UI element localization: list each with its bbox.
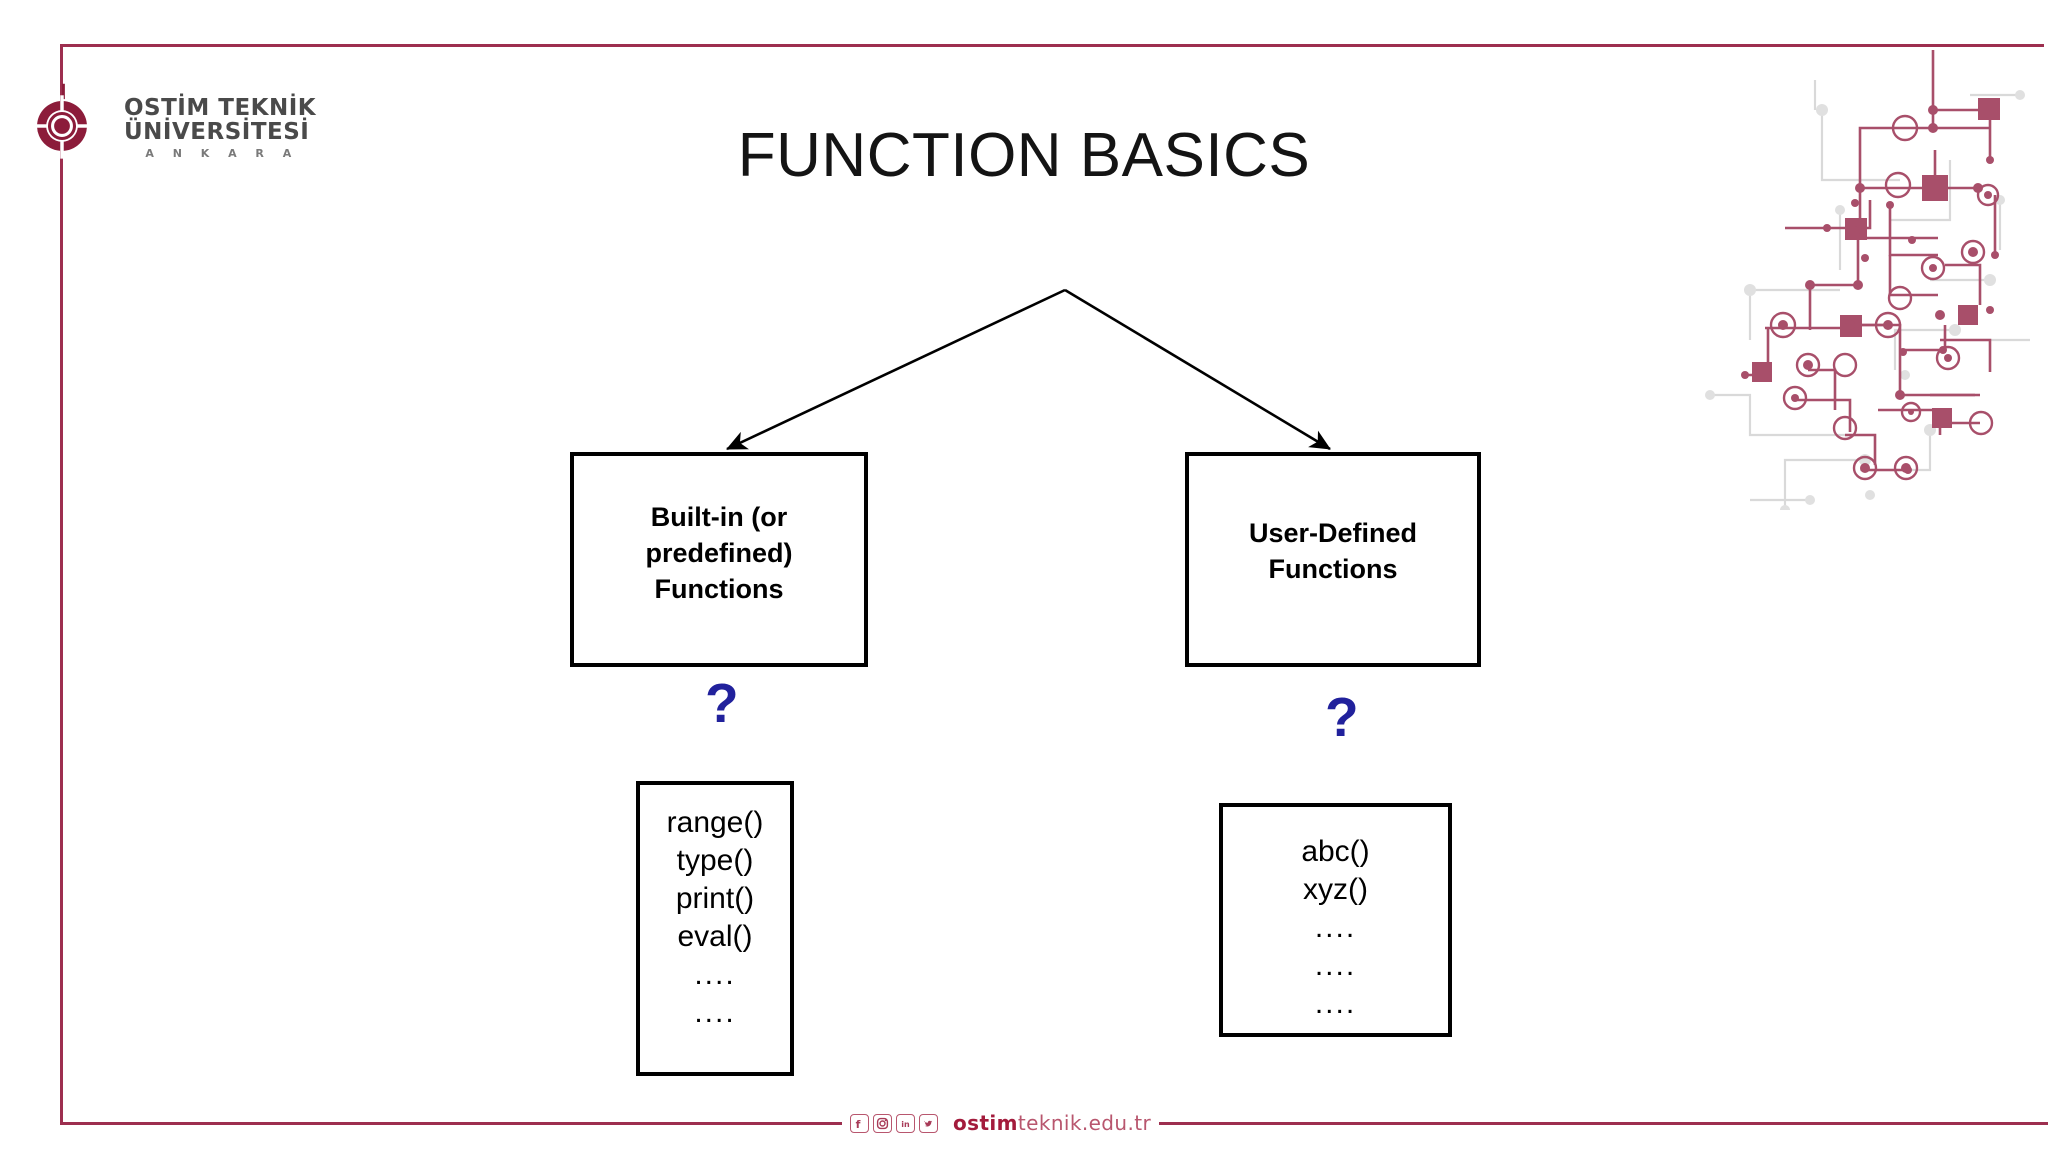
list-item: type() (676, 844, 754, 878)
svg-text:in: in (901, 1120, 910, 1129)
logo-line-1: OSTİM TEKNİK (124, 94, 317, 121)
list-item: .... (694, 958, 736, 992)
node-builtin-functions[interactable]: Built-in (or predefined) Functions (570, 452, 868, 667)
ostim-logo-mark (29, 83, 95, 159)
builtin-examples-list: range() type() print() eval() .... .... (640, 785, 790, 1033)
page-title: FUNCTION BASICS (737, 121, 1311, 190)
svg-text:f: f (856, 1118, 861, 1130)
footer-url-rest: teknik.edu.tr (1017, 1111, 1152, 1135)
list-item: .... (1314, 949, 1357, 983)
frame-bottom-right-segment (1206, 1122, 2048, 1125)
list-item: .... (1314, 911, 1357, 945)
facebook-icon[interactable]: f (850, 1113, 869, 1133)
question-mark-builtin: ? (705, 672, 739, 734)
circuit-decoration (1705, 50, 2030, 510)
list-box-builtin-examples[interactable]: range() type() print() eval() .... .... (636, 781, 794, 1076)
logo-line-2: ÜNİVERSİTESİ (124, 119, 310, 145)
node-userdef-label: User-Defined Functions (1248, 518, 1418, 584)
linkedin-icon[interactable]: in (896, 1113, 915, 1133)
footer: f in ostimteknik.edu.tr (842, 1106, 1160, 1140)
logo-line-3: A N K A R A (145, 147, 299, 161)
node-builtin-label: Built-in (or predefined) Functions (645, 502, 793, 604)
twitter-icon[interactable] (919, 1113, 938, 1133)
list-item: abc() (1301, 835, 1370, 868)
arrow-to-userdef (1064, 288, 1331, 451)
frame-bottom-left-segment (60, 1122, 842, 1125)
list-item: xyz() (1303, 873, 1368, 907)
userdef-examples-list: abc() xyz() .... .... .... (1223, 807, 1448, 1023)
node-user-defined-functions[interactable]: User-Defined Functions (1185, 452, 1481, 667)
list-item: eval() (677, 920, 753, 954)
social-icon-group: f in (850, 1113, 938, 1133)
slide-frame-border (60, 44, 2044, 1125)
arrow-to-builtin (726, 288, 1066, 451)
footer-url[interactable]: ostimteknik.edu.tr (953, 1111, 1151, 1135)
university-logo: OSTİM TEKNİK ÜNİVERSİTESİ A N K A R A (14, 78, 316, 174)
list-box-userdef-examples[interactable]: abc() xyz() .... .... .... (1219, 803, 1452, 1037)
list-item: range() (666, 806, 764, 839)
list-item: print() (675, 882, 755, 916)
question-mark-userdef: ? (1325, 686, 1359, 748)
list-item: .... (694, 996, 736, 1030)
footer-url-brand: ostim (953, 1111, 1018, 1135)
list-item: .... (1314, 987, 1357, 1021)
instagram-icon[interactable] (873, 1113, 892, 1133)
